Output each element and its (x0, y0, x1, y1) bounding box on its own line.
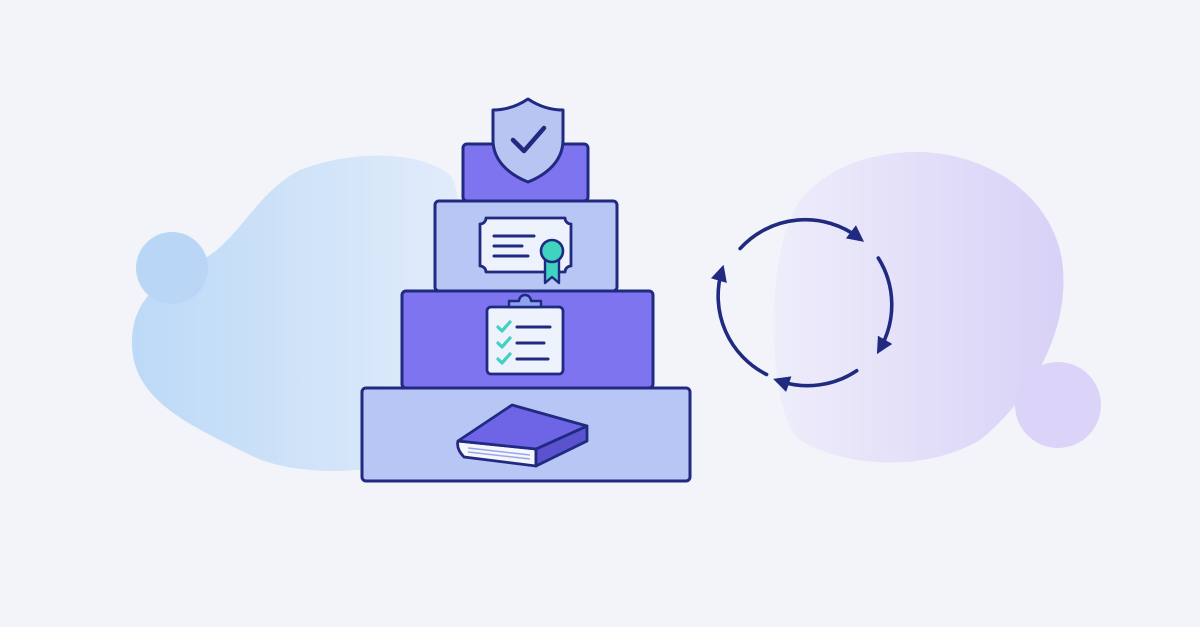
certificate-icon (478, 216, 573, 285)
cycle-arrow-bottom (773, 368, 859, 393)
blue-bubble (136, 232, 208, 304)
checklist-clipboard-icon (485, 293, 565, 376)
cycle-arrow-right (876, 256, 894, 355)
shield-check-icon (491, 97, 565, 184)
cycle-arrow-top (738, 217, 865, 251)
cycle-arrow-left (710, 264, 769, 377)
book-icon (456, 403, 589, 468)
violet-bubble (1015, 362, 1101, 448)
cycle-arrows-icon (710, 217, 894, 393)
